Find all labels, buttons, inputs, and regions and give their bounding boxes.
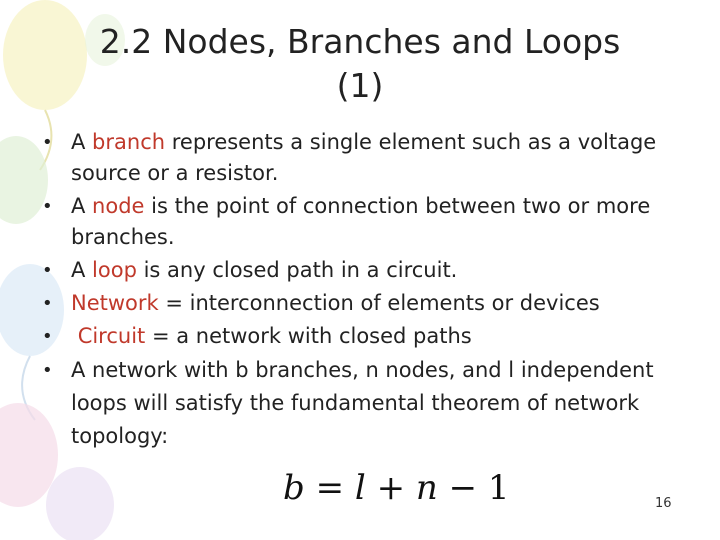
term-branch: branch	[92, 130, 166, 154]
bullet-branch: • A branch represents a single element s…	[42, 127, 692, 189]
bullet-dot-icon: •	[42, 360, 53, 381]
balloon-green	[0, 136, 48, 224]
bullet-text-pre: A	[71, 194, 93, 218]
bullet-loop: • A loop is any closed path in a circuit…	[42, 255, 692, 286]
bullet-text-pre: A	[71, 258, 93, 282]
term-network: Network	[71, 291, 159, 315]
balloon-blue	[0, 264, 64, 356]
bullet-list: • A branch represents a single element s…	[42, 127, 692, 455]
bullet-text-pre: A	[71, 130, 93, 154]
bullet-dot-icon: •	[42, 326, 53, 347]
term-loop: loop	[92, 258, 137, 282]
slide-title: 2.2 Nodes, Branches and Loops (1)	[30, 20, 690, 108]
bullet-text-pre: A network with b branches, n nodes, and …	[71, 358, 654, 448]
bullet-text-post: represents a single element such as a vo…	[71, 130, 657, 185]
formula-minus: −	[448, 468, 478, 508]
bullet-circuit: • Circuit = a network with closed paths	[42, 321, 692, 352]
bullet-network: • Network = interconnection of elements …	[42, 288, 692, 319]
bullet-node: • A node is the point of connection betw…	[42, 191, 692, 253]
formula-n: n	[415, 468, 438, 508]
page-number: 16	[655, 496, 672, 511]
topology-formula: b = l + n − 1	[283, 468, 510, 508]
bullet-text-post: is the point of connection between two o…	[71, 194, 651, 249]
formula-l: l	[354, 468, 366, 508]
bullet-dot-icon: •	[42, 132, 53, 153]
formula-equals: =	[315, 468, 345, 508]
bullet-text-post: = a network with closed paths	[145, 324, 472, 348]
balloon-purple	[46, 467, 114, 540]
title-line-2: (1)	[336, 66, 384, 105]
balloon-pink	[0, 403, 58, 507]
term-node: node	[92, 194, 145, 218]
title-line-1: 2.2 Nodes, Branches and Loops	[99, 22, 621, 61]
bullet-text-post: = interconnection of elements or devices	[158, 291, 600, 315]
term-circuit: Circuit	[77, 324, 146, 348]
balloon-yellow	[3, 0, 87, 110]
formula-one: 1	[487, 468, 510, 508]
formula-b: b	[283, 468, 305, 508]
balloon-light-green	[85, 14, 125, 66]
bullet-text-post: is any closed path in a circuit.	[136, 258, 458, 282]
bullet-text-pre	[71, 324, 78, 348]
bullet-dot-icon: •	[42, 260, 53, 281]
bullet-theorem: • A network with b branches, n nodes, an…	[42, 354, 692, 453]
bullet-dot-icon: •	[42, 196, 53, 217]
bullet-dot-icon: •	[42, 293, 53, 314]
formula-plus: +	[376, 468, 406, 508]
